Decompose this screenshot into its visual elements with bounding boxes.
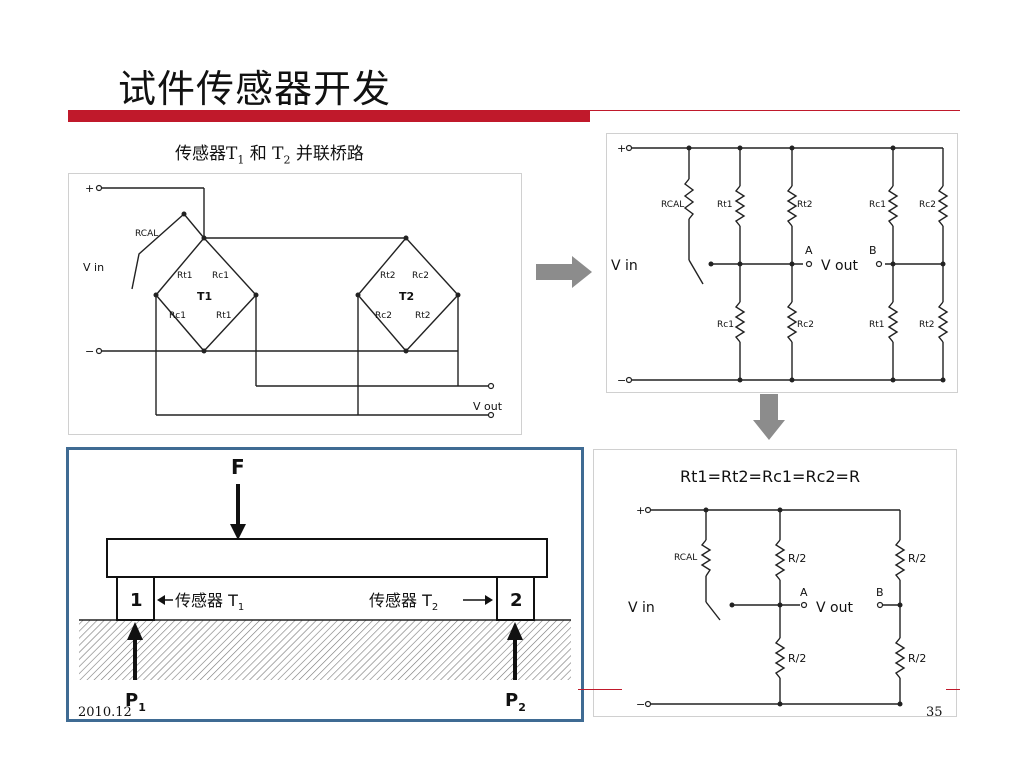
t1-resistor-label: Rc1 (212, 271, 229, 281)
simp-r-half-label: R/2 (788, 652, 806, 665)
p2-label: P2 (505, 690, 526, 714)
t2-resistor-label: Rt2 (415, 311, 431, 321)
eq-vout-label: V out (821, 258, 858, 274)
eq-node-b: B (869, 244, 877, 257)
bridge-rcal-label: RCAL (135, 229, 158, 239)
p1-label-sub: 1 (138, 701, 146, 714)
p2-label-text: P (505, 690, 518, 711)
bridge-diagram: + − V in V out RCAL T1 T2 Rt1 Rc1 Rc1 Rt… (83, 182, 503, 419)
equivalent-circuit-panel: + − V in V out A B RCAL Rt1 Rt2 Rc1 Rc2 … (606, 133, 958, 393)
p2-label-sub: 2 (518, 701, 526, 714)
title-underline-thin (590, 110, 960, 111)
eq-bottom-resistor-label: Rt2 (919, 320, 935, 330)
p1-label: P1 (125, 690, 146, 714)
t1-resistor-label: Rc1 (169, 311, 186, 321)
simp-node-a: A (800, 586, 808, 599)
bridge-diagram-panel: + − V in V out RCAL T1 T2 Rt1 Rc1 Rc1 Rt… (68, 173, 522, 435)
down-arrow-icon (753, 394, 785, 440)
eq-plus-label: + (617, 142, 626, 155)
simp-vin-label: V in (628, 600, 655, 616)
slide-title: 试件传感器开发 (118, 67, 392, 111)
sensor-1-block (116, 576, 155, 621)
simp-minus-label: − (636, 698, 645, 711)
eq-top-resistor-label: Rt1 (717, 200, 733, 210)
caption-sub: 2 (283, 153, 291, 167)
simp-node-b: B (876, 586, 884, 599)
eq-top-resistor-label: Rc1 (869, 200, 886, 210)
t1-label: T1 (197, 290, 212, 303)
equivalent-circuit: + − V in V out A B RCAL Rt1 Rt2 Rc1 Rc2 … (611, 142, 950, 387)
simp-rcal-label: RCAL (674, 553, 697, 563)
right-arrow-icon (536, 256, 592, 288)
beam (106, 538, 548, 578)
beam-diagram: F 1 2 传感器 T1 传感器 T2 P1 P2 (79, 455, 571, 714)
beam-diagram-panel: F 1 2 传感器 T1 传感器 T2 P1 P2 (66, 447, 584, 722)
p1-label-text: P (125, 690, 138, 711)
eq-top-resistor-label: Rt2 (797, 200, 813, 210)
simp-vout-label: V out (816, 600, 853, 616)
footer-rule (578, 689, 622, 690)
eq-top-resistor-label: Rc2 (919, 200, 936, 210)
sensor-2-label: 传感器 T2 (369, 591, 438, 613)
eq-minus-label: − (617, 374, 626, 387)
t2-resistor-label: Rc2 (412, 271, 429, 281)
caption-sub: 1 (237, 153, 245, 167)
footer-date: 2010.12 (78, 705, 132, 720)
equation-label: Rt1=Rt2=Rc1=Rc2=R (680, 467, 860, 486)
sensor-2-number: 2 (510, 590, 523, 611)
eq-vin-label: V in (611, 258, 638, 274)
sensor-1-label-text: 传感器 T (175, 591, 238, 610)
simplified-circuit-panel: Rt1=Rt2=Rc1=Rc2=R + − V in V out A B RCA… (593, 449, 957, 717)
caption-part: 并联桥路 (290, 144, 364, 164)
sensor-2-block (496, 576, 535, 621)
bridge-vout-label: V out (473, 400, 503, 413)
eq-bottom-resistor-label: Rc2 (797, 320, 814, 330)
eq-bottom-resistor-label: Rc1 (717, 320, 734, 330)
t2-label: T2 (399, 290, 414, 303)
bridge-plus-label: + (85, 182, 94, 195)
sensor-1-number: 1 (130, 590, 143, 611)
eq-bottom-resistor-label: Rt1 (869, 320, 885, 330)
bridge-minus-label: − (85, 345, 94, 358)
caption-part: 和 T (244, 144, 284, 164)
simp-r-half-label: R/2 (788, 552, 806, 565)
simp-r-half-label: R/2 (908, 552, 926, 565)
sensor-2-label-text: 传感器 T (369, 591, 432, 610)
t2-resistor-label: Rt2 (380, 271, 396, 281)
t1-resistor-label: Rt1 (177, 271, 193, 281)
ground-hatch (79, 620, 571, 680)
simp-r-half-label: R/2 (908, 652, 926, 665)
eq-node-a: A (805, 244, 813, 257)
force-label: F (231, 455, 245, 479)
sensor-1-label-sub: 1 (238, 602, 244, 613)
bridge-caption: 传感器T1 和 T2 并联桥路 (175, 139, 364, 166)
simplified-circuit: Rt1=Rt2=Rc1=Rc2=R + − V in V out A B RCA… (628, 467, 926, 711)
t1-resistor-label: Rt1 (216, 311, 232, 321)
bridge-vin-label: V in (83, 261, 104, 274)
eq-rcal-label: RCAL (661, 200, 684, 210)
sensor-1-label: 传感器 T1 (175, 591, 244, 613)
sensor-2-label-sub: 2 (432, 602, 438, 613)
t2-resistor-label: Rc2 (375, 311, 392, 321)
footer-rule (946, 689, 960, 690)
caption-part: 传感器T (175, 144, 238, 164)
title-underline-bar (68, 110, 590, 122)
simp-plus-label: + (636, 504, 645, 517)
page-number: 35 (926, 705, 943, 720)
